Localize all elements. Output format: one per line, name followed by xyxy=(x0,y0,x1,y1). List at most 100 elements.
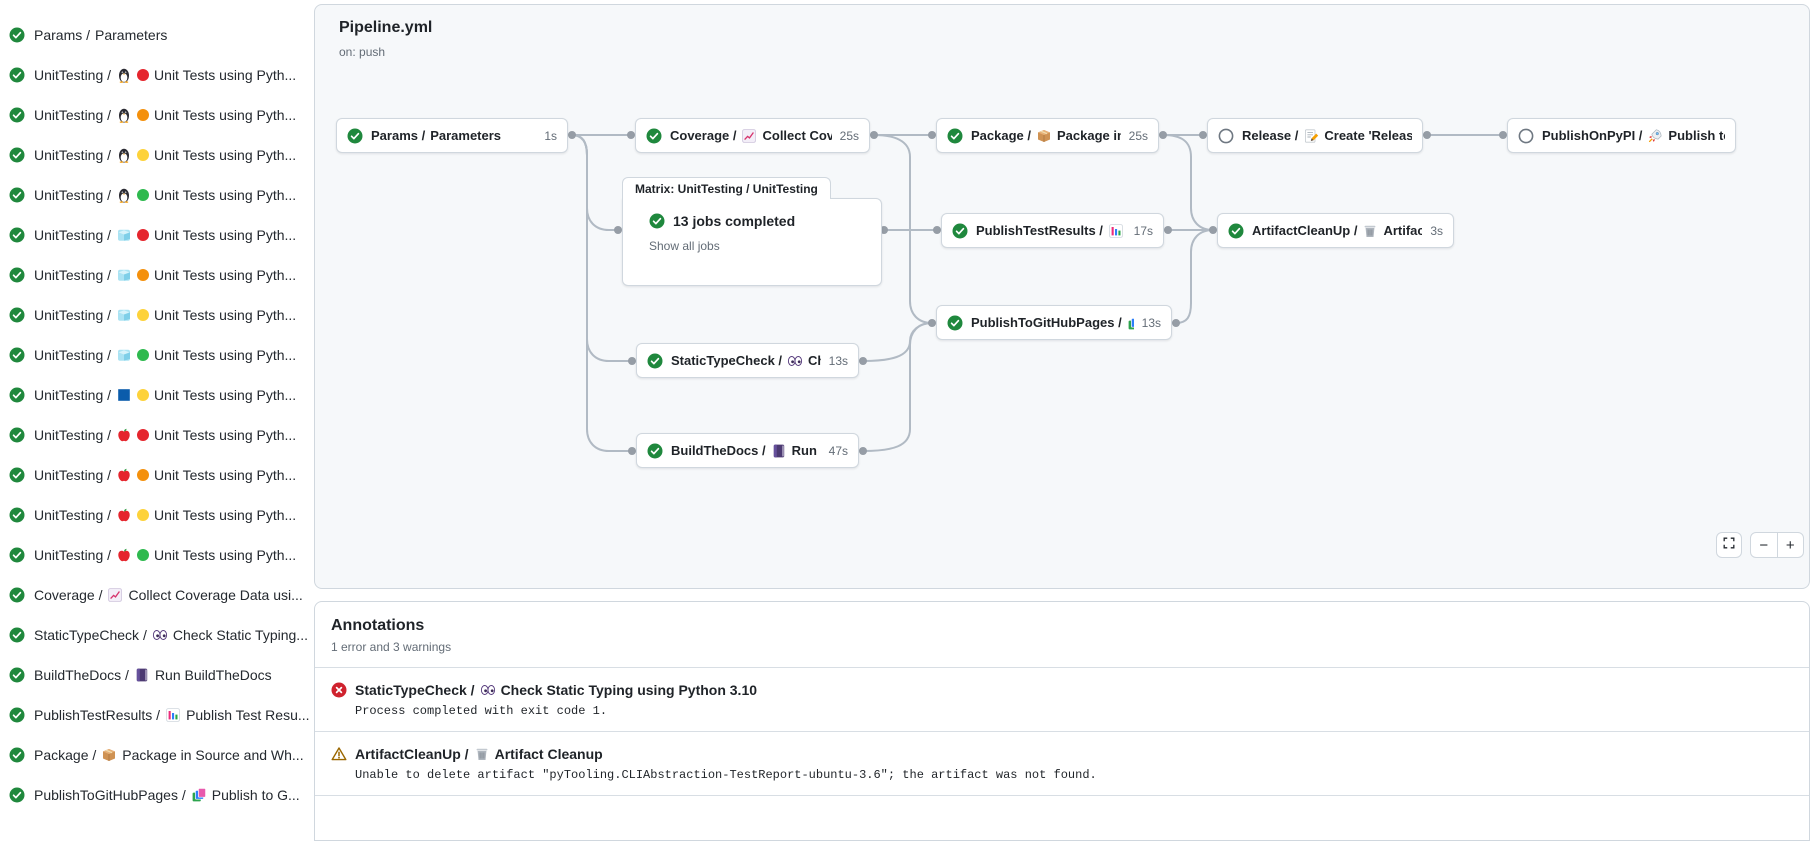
node-label: PublishOnPyPI /Publish to ... xyxy=(1542,128,1725,144)
success-icon xyxy=(9,307,25,323)
sidebar-job-item[interactable]: BuildTheDocs /Run BuildTheDocs xyxy=(0,655,314,695)
eyes-icon xyxy=(787,353,803,369)
sidebar-job-item[interactable]: UnitTesting /Unit Tests using Pyth... xyxy=(0,295,314,335)
job-stage-name: Params / xyxy=(34,27,91,43)
success-icon xyxy=(646,128,662,144)
success-icon xyxy=(9,187,25,203)
edge-connector-dot xyxy=(627,131,635,139)
python-version-dot-green-icon xyxy=(137,549,150,561)
job-name: Unit Tests using Pyth... xyxy=(154,67,297,83)
job-stage-name: UnitTesting / xyxy=(34,227,112,243)
sidebar-job-item[interactable]: Coverage /Collect Coverage Data usi... xyxy=(0,575,314,615)
fullscreen-button[interactable] xyxy=(1716,532,1742,558)
zoom-in-button[interactable]: + xyxy=(1785,536,1795,554)
node-stage-name: PublishToGitHubPages / xyxy=(971,315,1122,330)
sidebar-job-label: BuildTheDocs /Run BuildTheDocs xyxy=(34,667,272,683)
penguin-icon xyxy=(116,107,132,123)
job-stage-name: UnitTesting / xyxy=(34,467,112,483)
annotation-job-link[interactable]: ArtifactCleanUp /Artifact Cleanup xyxy=(355,745,1793,762)
sidebar-job-item[interactable]: PublishTestResults /Publish Test Resu... xyxy=(0,695,314,735)
success-icon xyxy=(347,128,363,144)
sidebar-job-item[interactable]: UnitTesting /Unit Tests using Pyth... xyxy=(0,175,314,215)
sidebar-job-item[interactable]: UnitTesting /Unit Tests using Pyth... xyxy=(0,535,314,575)
edge-connector-dot xyxy=(568,131,576,139)
job-name: Unit Tests using Pyth... xyxy=(154,147,297,163)
graph-edge xyxy=(1175,229,1214,324)
node-label: Package /Package in So... xyxy=(971,128,1121,144)
graph-node-coverage[interactable]: Coverage /Collect Cove...25s xyxy=(635,118,870,153)
graph-node-release[interactable]: Release / Create 'Release P... xyxy=(1207,118,1423,153)
job-name: Unit Tests using Pyth... xyxy=(154,227,297,243)
python-version-dot-orange-icon xyxy=(137,269,150,281)
annotation-body: StaticTypeCheck /Check Static Typing usi… xyxy=(355,681,1793,719)
sidebar-job-item[interactable]: PublishToGitHubPages /Publish to G... xyxy=(0,775,314,815)
sidebar-job-item[interactable]: UnitTesting /Unit Tests using Pyth... xyxy=(0,455,314,495)
graph-node-statictypecheck[interactable]: StaticTypeCheck /Chec...13s xyxy=(636,343,859,378)
sidebar-job-item[interactable]: UnitTesting /Unit Tests using Pyth... xyxy=(0,95,314,135)
sidebar-job-item[interactable]: UnitTesting /Unit Tests using Pyth... xyxy=(0,335,314,375)
annotation-job-name: Artifact Cleanup xyxy=(494,745,603,762)
job-name: Unit Tests using Pyth... xyxy=(154,387,297,403)
python-version-dot-yellow-icon xyxy=(137,149,150,161)
graph-node-publishtestresults[interactable]: PublishTestResults /Pu...17s xyxy=(941,213,1164,248)
sidebar-job-item[interactable]: Params /Parameters xyxy=(0,15,314,55)
edge-connector-dot xyxy=(614,226,622,234)
graph-node-buildthedocs[interactable]: BuildTheDocs /Run Buil...47s xyxy=(636,433,859,468)
graph-edge xyxy=(862,322,933,362)
graph-node-artifactcleanup[interactable]: ArtifactCleanUp /Artifac...3s xyxy=(1217,213,1454,248)
sidebar-job-item[interactable]: UnitTesting /Unit Tests using Pyth... xyxy=(0,135,314,175)
apple-icon xyxy=(116,427,132,443)
job-name: Parameters xyxy=(95,27,168,43)
annotation-message: Process completed with exit code 1. xyxy=(355,704,608,718)
notebook-icon xyxy=(134,667,150,683)
job-stage-name: UnitTesting / xyxy=(34,427,112,443)
windows-square-icon xyxy=(116,387,132,403)
sidebar-job-label: Package /Package in Source and Wh... xyxy=(34,747,304,763)
sidebar-job-item[interactable]: UnitTesting /Unit Tests using Pyth... xyxy=(0,415,314,455)
success-icon xyxy=(9,467,25,483)
fullscreen-icon xyxy=(1722,536,1736,555)
sidebar-job-item[interactable]: UnitTesting /Unit Tests using Pyth... xyxy=(0,495,314,535)
show-all-jobs-link[interactable]: Show all jobs xyxy=(649,239,720,253)
zoom-out-button[interactable]: − xyxy=(1751,533,1778,557)
edge-connector-dot xyxy=(1423,131,1431,139)
success-icon xyxy=(9,267,25,283)
sidebar-job-label: UnitTesting /Unit Tests using Pyth... xyxy=(34,147,296,163)
node-job-name: Create 'Release P... xyxy=(1324,128,1412,143)
sidebar-job-item[interactable]: StaticTypeCheck /Check Static Typing... xyxy=(0,615,314,655)
python-version-dot-red-icon xyxy=(137,69,150,81)
node-stage-name: StaticTypeCheck / xyxy=(671,353,783,368)
apple-icon xyxy=(116,467,132,483)
edge-connector-dot xyxy=(928,319,936,327)
sidebar-job-item[interactable]: Package /Package in Source and Wh... xyxy=(0,735,314,775)
graph-node-publishonpypi[interactable]: PublishOnPyPI /Publish to ... xyxy=(1507,118,1736,153)
sidebar-job-item[interactable]: UnitTesting /Unit Tests using Pyth... xyxy=(0,375,314,415)
job-stage-name: UnitTesting / xyxy=(34,107,112,123)
annotations-title: Annotations xyxy=(331,617,425,634)
node-label: BuildTheDocs /Run Buil... xyxy=(671,443,821,459)
chart-increasing-icon xyxy=(741,128,757,144)
sidebar-job-item[interactable]: UnitTesting /Unit Tests using Pyth... xyxy=(0,255,314,295)
node-duration: 3s xyxy=(1430,223,1443,238)
sidebar-job-label: PublishToGitHubPages /Publish to G... xyxy=(34,787,300,803)
annotation-job-link[interactable]: StaticTypeCheck /Check Static Typing usi… xyxy=(355,681,1793,698)
success-icon xyxy=(947,128,963,144)
graph-node-package[interactable]: Package /Package in So...25s xyxy=(936,118,1159,153)
chart-increasing-icon xyxy=(107,587,123,603)
node-duration: 25s xyxy=(839,128,859,143)
node-stage-name: Release / xyxy=(1242,128,1299,143)
ice-cube-icon xyxy=(116,227,132,243)
rocket-icon xyxy=(1647,128,1663,144)
success-icon xyxy=(1228,223,1244,239)
edge-connector-dot xyxy=(859,447,867,455)
ice-cube-icon xyxy=(116,307,132,323)
job-stage-name: Package / xyxy=(34,747,97,763)
graph-node-publishtogithubpages[interactable]: PublishToGitHubPages /...13s xyxy=(936,305,1172,340)
python-version-dot-orange-icon xyxy=(137,109,150,121)
sidebar-job-item[interactable]: UnitTesting /Unit Tests using Pyth... xyxy=(0,55,314,95)
bar-chart-icon xyxy=(165,707,181,723)
sidebar-job-item[interactable]: UnitTesting / Unit Tests using Pyth... xyxy=(0,215,314,255)
node-job-name: Package in So... xyxy=(1057,128,1121,143)
